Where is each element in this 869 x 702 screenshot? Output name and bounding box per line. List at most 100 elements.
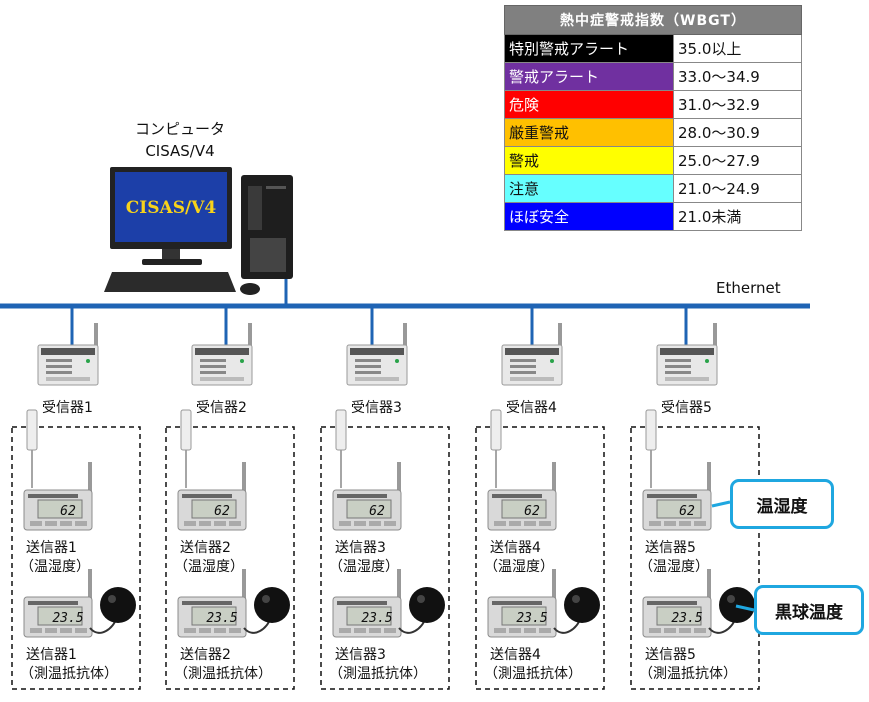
receiver-led <box>86 359 90 363</box>
receiver-indicator <box>200 371 226 374</box>
transmitter-button <box>694 628 706 633</box>
transmitter-brand-strip <box>647 601 697 605</box>
receiver-indicator <box>510 365 536 368</box>
callout-globe-temp: 黒球温度 <box>754 585 864 635</box>
transmitter-button <box>679 521 691 526</box>
pc-tower-vent <box>250 238 286 272</box>
transmitter-gt-name: 送信器5 <box>645 647 696 663</box>
transmitter-unit: 23.5 <box>177 569 247 638</box>
transmitter-button <box>369 521 381 526</box>
globe-sphere <box>100 587 136 623</box>
transmitter-button <box>60 521 72 526</box>
transmitter-button <box>45 628 57 633</box>
receiver-ports <box>510 377 554 381</box>
transmitter-gt-name: 送信器4 <box>490 647 541 663</box>
transmitter-gt-name: 送信器3 <box>335 647 386 663</box>
transmitter-th-type: （温湿度） <box>329 559 399 575</box>
transmitter-button <box>384 628 396 633</box>
computer-label-line2: CISAS/V4 <box>145 142 215 160</box>
transmitter-gt-name: 送信器1 <box>26 647 77 663</box>
globe-highlight <box>572 595 580 603</box>
transmitter-button <box>45 521 57 526</box>
transmitter-reading: 23.5 <box>516 611 547 626</box>
receiver-header-strip <box>350 348 404 355</box>
wbgt-level: 危険 <box>504 90 674 119</box>
transmitter-reading: 62 <box>369 504 385 519</box>
transmitter-button <box>339 521 351 526</box>
receiver-led <box>705 359 709 363</box>
transmitter-lcd <box>37 499 83 519</box>
transmitter-gt-type: （測温抵抗体） <box>484 666 582 682</box>
receiver-unit <box>37 323 99 386</box>
black-globe-sensor <box>89 587 136 634</box>
transmitter-button <box>214 521 226 526</box>
black-globe-sensor <box>398 587 445 634</box>
transmitter-brand-strip <box>492 494 542 498</box>
transmitter-button <box>539 628 551 633</box>
receiver-label: 受信器5 <box>661 400 712 416</box>
transmitter-lcd <box>656 606 702 626</box>
transmitter-reading: 23.5 <box>52 611 83 626</box>
wbgt-range: 35.0以上 <box>673 34 802 63</box>
callout-temp-humidity: 温湿度 <box>730 479 834 529</box>
transmitter-reading: 62 <box>524 504 540 519</box>
transmitter-brand-strip <box>337 601 387 605</box>
transmitter-brand-strip <box>182 494 232 498</box>
receiver-header-strip <box>41 348 95 355</box>
transmitter-reading: 62 <box>679 504 695 519</box>
transmitter-reading: 23.5 <box>671 611 702 626</box>
pc-tower-bay <box>248 186 262 230</box>
pc-tower-drive <box>266 186 286 189</box>
transmitter-unit: 23.5 <box>642 569 712 638</box>
transmitter-button <box>369 628 381 633</box>
transmitter-unit: 62 <box>487 409 557 531</box>
receiver-header-strip <box>195 348 249 355</box>
receiver-led <box>550 359 554 363</box>
transmitter-brand-strip <box>182 601 232 605</box>
transmitter-group-box <box>320 426 450 690</box>
humidity-probe <box>335 409 347 451</box>
transmitter-th-type: （温湿度） <box>484 559 554 575</box>
transmitter-reading: 23.5 <box>361 611 392 626</box>
transmitter-th-type: （温湿度） <box>20 559 90 575</box>
receiver-indicator <box>665 371 691 374</box>
transmitter-lcd <box>346 606 392 626</box>
wbgt-range: 21.0～24.9 <box>673 174 802 203</box>
receiver-indicator <box>46 365 72 368</box>
transmitter-button <box>694 521 706 526</box>
receiver-header-strip <box>660 348 714 355</box>
transmitter-button <box>384 521 396 526</box>
transmitter-button <box>229 628 241 633</box>
black-globe-sensor <box>243 587 290 634</box>
mouse <box>240 283 260 295</box>
receiver-header-strip <box>505 348 559 355</box>
transmitter-unit: 62 <box>642 409 712 531</box>
transmitter-button <box>664 521 676 526</box>
computer: CISAS/V4 <box>104 167 293 295</box>
wbgt-range: 25.0～27.9 <box>673 146 802 175</box>
transmitter-button <box>539 521 551 526</box>
transmitter-reading: 23.5 <box>206 611 237 626</box>
transmitter-button <box>75 521 87 526</box>
humidity-probe <box>180 409 192 451</box>
transmitter-button <box>75 628 87 633</box>
transmitter-button <box>184 521 196 526</box>
keyboard <box>104 272 236 292</box>
transmitter-th-name: 送信器4 <box>490 540 541 556</box>
transmitter-unit: 62 <box>23 409 93 531</box>
receiver-indicator <box>355 371 381 374</box>
globe-highlight <box>417 595 425 603</box>
receiver-indicator <box>510 371 536 374</box>
transmitter-button <box>184 628 196 633</box>
receiver-indicator <box>355 359 381 362</box>
wbgt-level: 厳重警戒 <box>504 118 674 147</box>
wbgt-level: ほぼ安全 <box>504 202 674 231</box>
transmitter-button <box>30 628 42 633</box>
ethernet-label: Ethernet <box>716 279 781 297</box>
